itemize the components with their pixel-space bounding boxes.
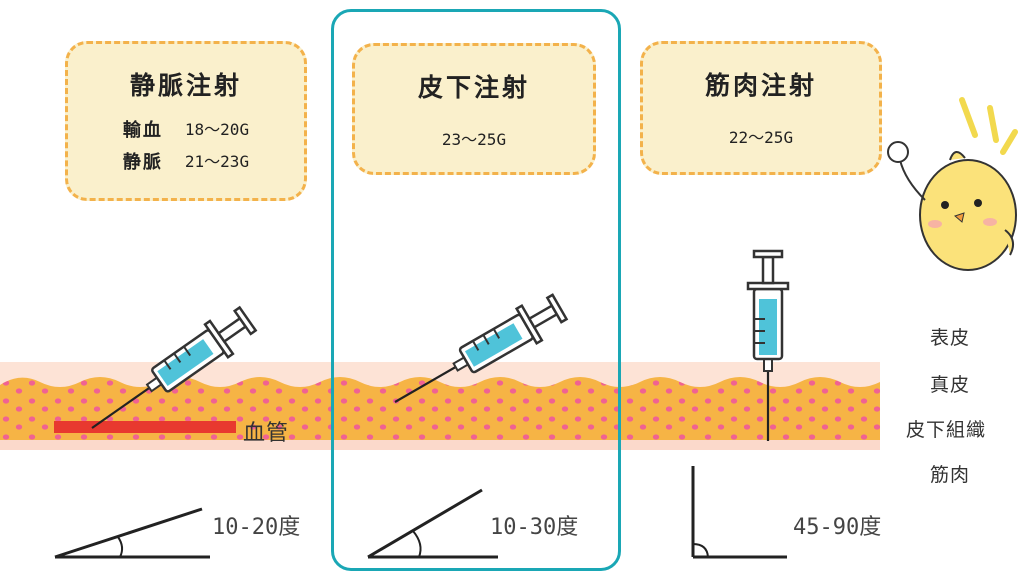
card-title: 静脈注射 [129, 71, 242, 100]
blood-vessel [54, 421, 236, 433]
vessel-label: 血管 [243, 421, 290, 446]
card-row: 静脈 21〜23G [122, 152, 250, 173]
card-title: 皮下注射 [417, 73, 530, 102]
angle-label-iv: 10-20度 [212, 515, 301, 540]
card-intravenous: 静脈注射 輸血 18〜20G 静脈 21〜23G [65, 41, 307, 201]
subcutaneous-highlight-frame [331, 9, 621, 571]
card-subcutaneous: 皮下注射 23〜25G [352, 43, 596, 175]
card-row: 輸血 18〜20G [122, 120, 250, 141]
layer-label-muscle: 筋肉 [930, 464, 971, 486]
angle-icon-sc [367, 488, 498, 559]
angle-icon-iv [54, 507, 210, 559]
card-gauge: 23〜25G [441, 130, 507, 149]
card-intramuscular: 筋肉注射 22〜25G [640, 41, 882, 175]
card-gauge: 22〜25G [728, 128, 794, 147]
angle-label-im: 45-90度 [793, 515, 882, 540]
chick-mascot-icon [887, 97, 1018, 271]
angle-icon-im [691, 466, 787, 559]
layer-label-epidermis: 表皮 [930, 327, 971, 349]
muscle-layer [0, 440, 880, 450]
card-title: 筋肉注射 [704, 71, 817, 100]
layer-label-dermis: 真皮 [930, 374, 971, 396]
layer-label-subcutaneous: 皮下組織 [906, 419, 987, 441]
angle-label-sc: 10-30度 [490, 515, 579, 540]
